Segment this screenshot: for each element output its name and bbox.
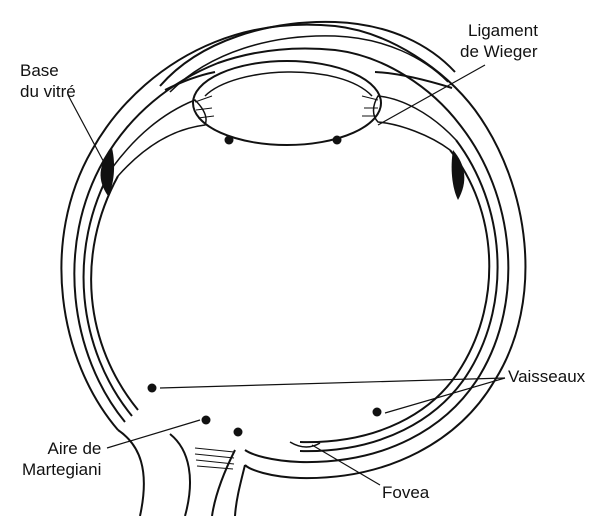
optic-nerve-right: [235, 465, 245, 516]
label-aire-line2: Martegiani: [22, 459, 101, 480]
label-ligament-line1: Ligament: [460, 20, 538, 41]
label-base-vitre-line2: du vitré: [20, 81, 76, 102]
label-fovea-text: Fovea: [382, 482, 429, 503]
optic-nerve-inner-left: [170, 434, 190, 516]
lens: [193, 61, 381, 145]
lens-top: [205, 72, 372, 96]
label-base-vitre-line1: Base: [20, 60, 76, 81]
label-vaisseaux-text: Vaisseaux: [508, 366, 585, 387]
vitreous-base-right: [452, 150, 465, 200]
label-aire-line1: Aire de: [22, 438, 101, 459]
zonules: [195, 96, 378, 118]
vessel-dots: [148, 136, 382, 437]
retina: [84, 140, 498, 451]
sclera-outer: [61, 25, 525, 479]
label-ligament-line2: de Wieger: [460, 41, 538, 62]
optic-nerve-inner-right: [212, 450, 235, 516]
label-fovea: Fovea: [382, 482, 429, 503]
choroid: [74, 49, 508, 463]
label-aire-martegiani: Aire de Martegiani: [22, 438, 101, 480]
leader-lines: [68, 65, 505, 485]
ciliary-left: [112, 100, 206, 176]
label-base-vitre: Base du vitré: [20, 60, 76, 102]
label-ligament-wieger: Ligament de Wieger: [460, 20, 538, 62]
retina-inner: [91, 150, 489, 442]
label-vaisseaux: Vaisseaux: [508, 366, 585, 387]
